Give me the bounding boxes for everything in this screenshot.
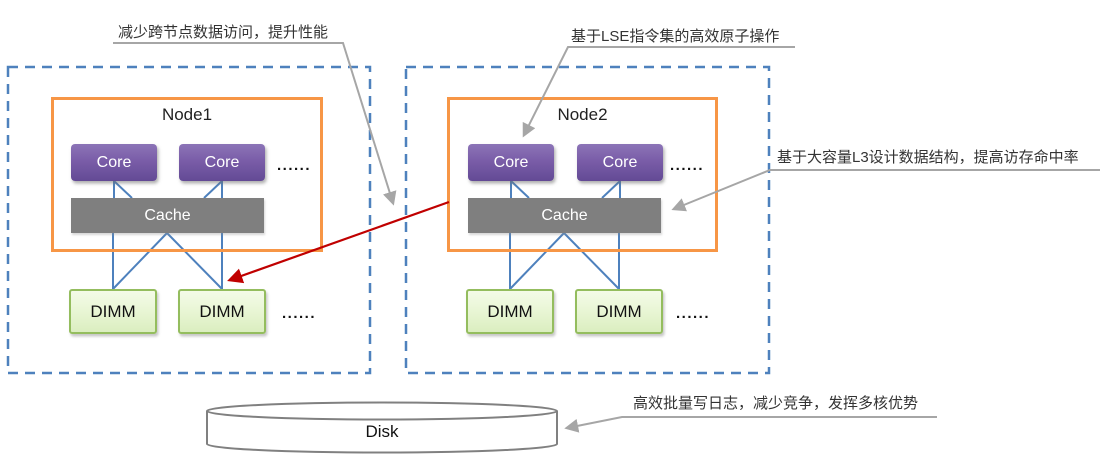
node2-core-2: Core — [577, 144, 663, 181]
node2-title: Node2 — [557, 105, 608, 124]
node2-cores-ellipsis: ...... — [670, 157, 705, 174]
node2-dimm-1: DIMM — [466, 289, 554, 334]
node1-core-2: Core — [179, 144, 265, 181]
connector-line — [563, 232, 620, 290]
annotation-log: 高效批量写日志，减少竞争，发挥多核优势 — [633, 395, 919, 412]
node2-dimms-ellipsis: ...... — [676, 305, 711, 322]
node2-cache-dimm-links — [509, 232, 620, 290]
disk-cylinder — [206, 401, 558, 454]
node1-cache-dimm-links — [112, 232, 223, 290]
node1-core-1: Core — [71, 144, 157, 181]
connector-line — [112, 232, 168, 290]
disk-body — [206, 411, 558, 454]
connector-line — [166, 232, 223, 290]
node2-cache: Cache — [468, 198, 661, 233]
node1-dimms-ellipsis: ...... — [282, 305, 317, 322]
node1-cores-ellipsis: ...... — [277, 157, 312, 174]
disk-label: Disk — [365, 422, 399, 441]
annotation-lse: 基于LSE指令集的高效原子操作 — [571, 28, 780, 45]
node1-dimm-2: DIMM — [178, 289, 266, 334]
node1-dimm-1: DIMM — [69, 289, 157, 334]
disk-top — [206, 401, 558, 421]
connector-line — [510, 180, 530, 199]
connector-line — [601, 180, 621, 199]
node1-cache: Cache — [71, 198, 264, 233]
node2-core-1: Core — [468, 144, 554, 181]
connector-line — [509, 232, 565, 290]
node1-title: Node1 — [161, 105, 213, 124]
node2-boundary — [404, 65, 771, 375]
node2-core-cache-links — [510, 180, 621, 199]
node2-dimm-2: DIMM — [575, 289, 663, 334]
annotation-l3: 基于大容量L3设计数据结构，提高访存命中率 — [777, 149, 1079, 166]
annotation-cross-node: 减少跨节点数据访问，提升性能 — [117, 24, 328, 41]
